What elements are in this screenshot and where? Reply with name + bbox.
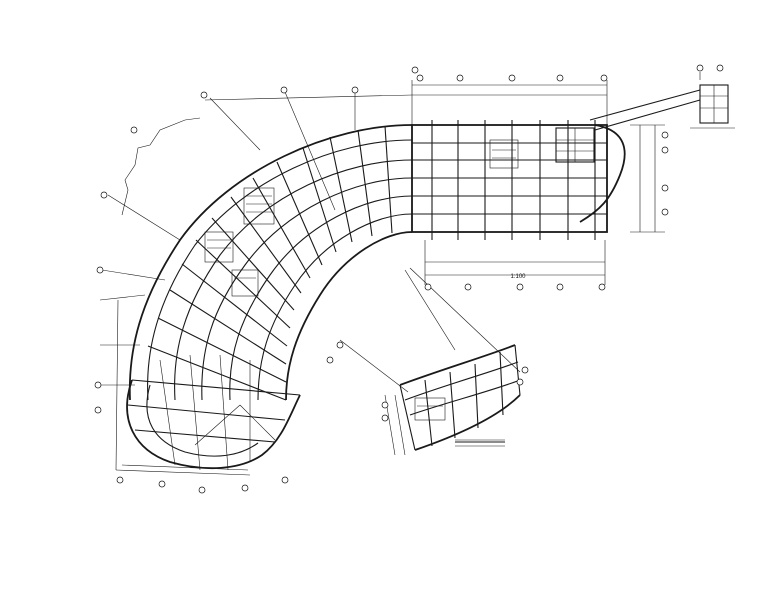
bridge-ramp — [589, 72, 735, 131]
se-wing-outer-arc — [399, 344, 516, 386]
se-wing-arc-2 — [404, 361, 519, 401]
curved-wing — [99, 94, 413, 476]
outer-edge-arc-2 — [147, 139, 413, 401]
axis-bubbles — [94, 64, 724, 494]
mid-arc-3 — [229, 195, 413, 401]
mid-arc-2 — [201, 177, 413, 401]
inner-edge-arc — [285, 231, 413, 401]
east-curved-end — [579, 124, 626, 223]
south-end-inner — [146, 384, 259, 457]
outer-dimension-arc-2 — [204, 94, 413, 101]
southeast-wing — [384, 344, 521, 456]
outer-edge-arc — [128, 124, 413, 401]
se-wing-inner-arc — [414, 394, 521, 451]
south-gridlines — [127, 354, 301, 471]
se-wing-arc-3 — [409, 379, 521, 416]
mid-arc-4 — [257, 213, 413, 401]
axis-leader-lines — [101, 91, 521, 393]
left-dimension-lines — [99, 294, 251, 476]
outer-dimension-arc — [121, 117, 201, 216]
note-blocks — [204, 139, 519, 447]
scale-label: 1:100 — [510, 274, 526, 280]
mid-arc-1 — [174, 159, 413, 401]
radial-gridlines — [147, 125, 413, 401]
east-rectangular-block — [411, 80, 665, 285]
south-end-outline — [126, 379, 301, 470]
